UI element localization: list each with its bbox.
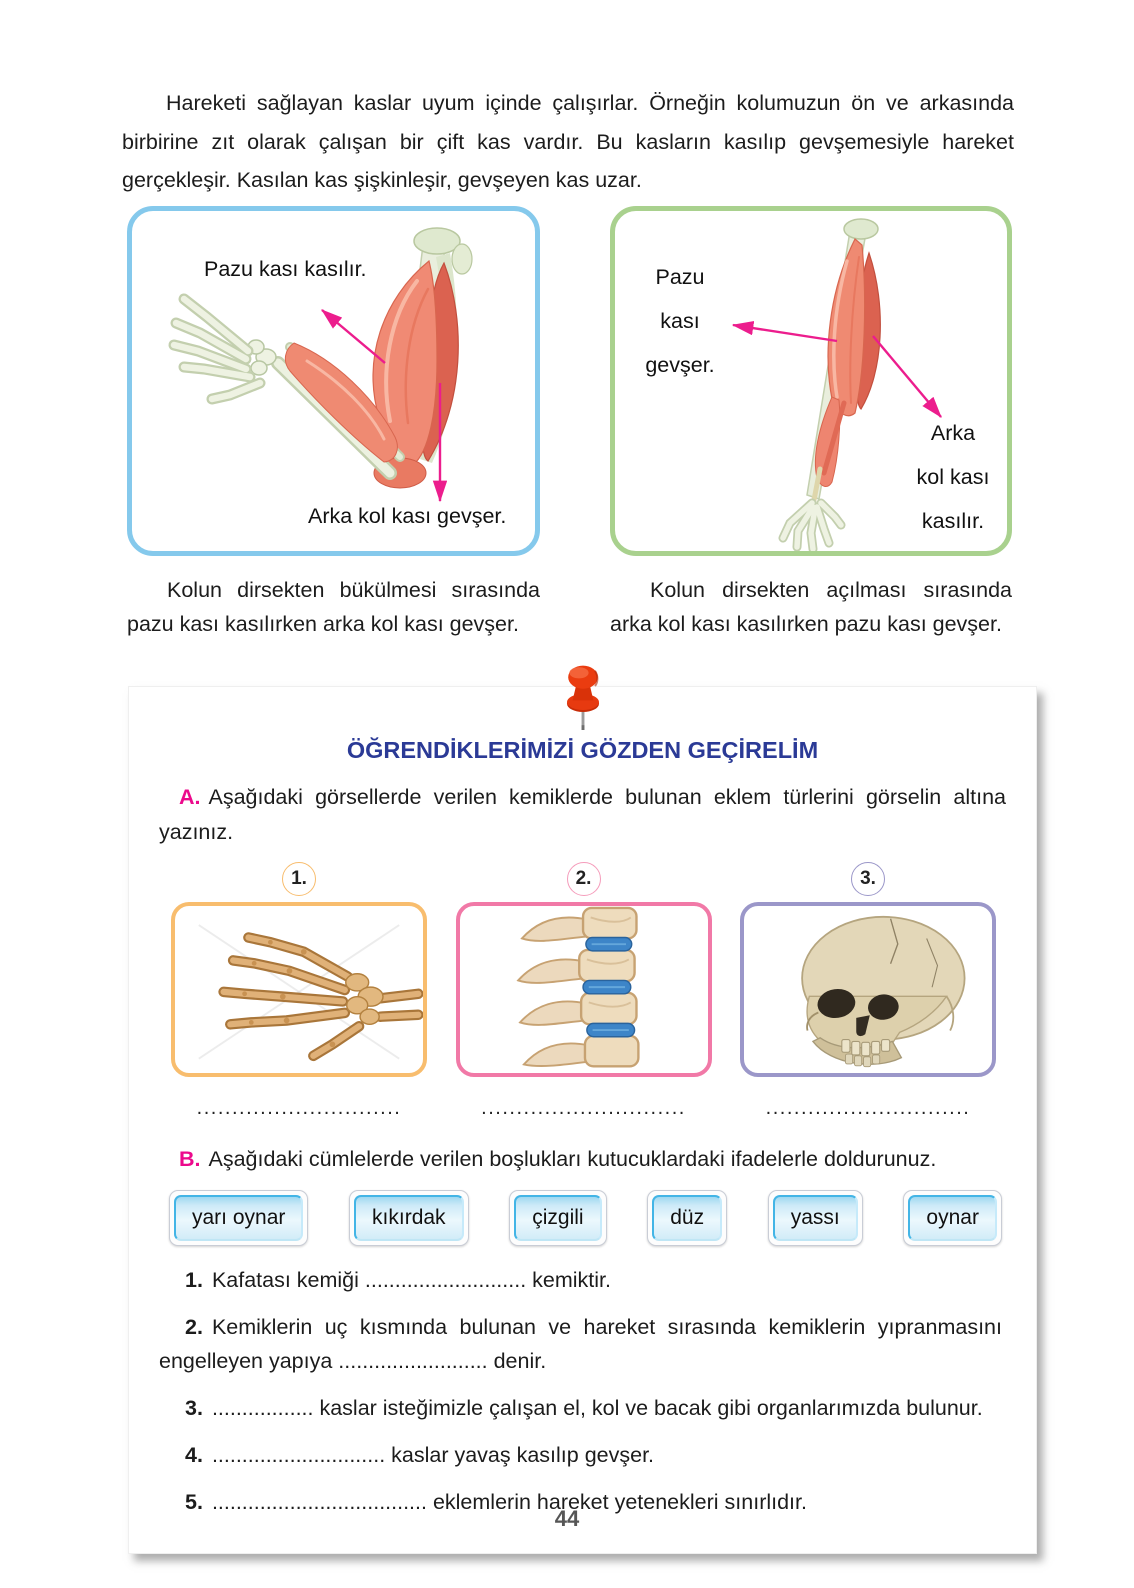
sentence-5: 5. .................................... e… — [159, 1486, 1002, 1520]
sentence-2-number: 2. — [185, 1315, 203, 1340]
caption-bent-arm: Kolun dirsekten bükülmesi sırasında pazu… — [127, 578, 540, 637]
straight-arm-label-arrows — [731, 321, 942, 418]
word-bank: yarı oynar kıkırdak çizgili düz yassı oy… — [169, 1190, 1002, 1247]
section-a-label: A. — [179, 784, 201, 809]
word-button-yassi[interactable]: yassı — [767, 1190, 863, 1247]
word-label: kıkırdak — [354, 1195, 464, 1242]
caption-straight-arm: Kolun dirsekten açılması sırasında arka … — [610, 578, 1012, 637]
figure-captions-row: Kolun dirsekten bükülmesi sırasında pazu… — [127, 573, 1012, 642]
item-1-answer-line: ............................. — [196, 1096, 402, 1119]
pushpin-icon — [566, 665, 599, 730]
item-1-number-badge: 1. — [282, 861, 316, 896]
item-3-answer-line: ............................. — [765, 1096, 971, 1119]
straight-arm-illustration — [778, 218, 881, 552]
item-2-number-badge: 2. — [566, 861, 601, 896]
sentence-5-text: .................................... ekl… — [211, 1490, 807, 1515]
label-pazu-kasi-kasilir: Pazu kası kasılır. — [204, 257, 367, 282]
sentence-1-text: Kafatası kemiği ........................… — [211, 1268, 611, 1293]
word-label: düz — [652, 1195, 723, 1242]
joint-item-2: 2. — [455, 861, 712, 1120]
section-b-text: Aşağıdaki cümlelerde verilen boşlukları … — [208, 1146, 937, 1171]
sentence-1: 1. Kafatası kemiği ......................… — [159, 1264, 1002, 1298]
sentence-4: 4. ............................. kaslar y… — [159, 1439, 1002, 1473]
sentence-3: 3. ................. kaslar isteğimizle ç… — [159, 1392, 1002, 1426]
bent-arm-illustration — [168, 227, 473, 489]
bent-arm-label-arrows — [321, 309, 448, 503]
sentence-2-text: Kemiklerin uç kısmında bulunan ve hareke… — [159, 1315, 1002, 1374]
item-2-answer-line: ............................. — [481, 1096, 686, 1119]
skull-illustration — [801, 915, 966, 1067]
joint-item-1: 1. — [171, 861, 427, 1120]
section-a-text: Aşağıdaki görsellerde verilen kemiklerde… — [159, 784, 1006, 844]
label-arka-kol-kasi-gevser: Arka kol kası gevşer. — [308, 504, 507, 529]
sentence-3-number: 3. — [185, 1396, 203, 1421]
item-3-image-box — [740, 901, 996, 1077]
page-number: 44 — [554, 1506, 580, 1531]
sentence-2: 2.Kemiklerin uç kısmında bulunan ve hare… — [159, 1311, 1002, 1379]
word-button-kikirdak[interactable]: kıkırdak — [349, 1190, 469, 1247]
label-arka-kol-kasi-kasilir: Arka kol kası kasılır. — [916, 421, 990, 534]
word-button-oynar[interactable]: oynar — [903, 1190, 1002, 1247]
joint-items-row: 1. — [159, 858, 1006, 1120]
figure-straight-arm: Pazu kası gevşer. Arka kol kası kasılır. — [610, 206, 1012, 557]
sentence-3-text: ................. kaslar isteğimizle çal… — [211, 1396, 983, 1421]
item-2-image-box — [455, 901, 712, 1077]
label-pazu-kasi-gevser: Pazu kası gevşer. — [645, 265, 715, 378]
spine-illustration — [515, 906, 640, 1068]
word-label: oynar — [908, 1195, 997, 1242]
section-a-instruction: A.Aşağıdaki görsellerde verilen kemikler… — [159, 780, 1006, 850]
word-button-yari-oynar[interactable]: yarı oynar — [169, 1190, 309, 1247]
hand-skeleton-illustration — [198, 923, 423, 1061]
word-label: çizgili — [514, 1195, 602, 1242]
item-3-number-badge: 3. — [851, 861, 885, 896]
sentence-5-number: 5. — [185, 1490, 203, 1515]
intro-paragraph: Hareketi sağlayan kaslar uyum içinde çal… — [122, 91, 1014, 193]
worksheet-title: ÖĞRENDİKLERİMİZİ GÖZDEN GEÇİRELİM — [346, 736, 819, 763]
word-label: yarı oynar — [174, 1195, 304, 1242]
word-button-cizgili[interactable]: çizgili — [509, 1190, 607, 1247]
figure-bent-arm: Pazu kası kasılır. Arka kol kası gevşer. — [127, 206, 540, 557]
sentence-4-text: ............................. kaslar yav… — [211, 1443, 655, 1468]
sentence-4-number: 4. — [185, 1443, 203, 1468]
worksheet-card: ÖĞRENDİKLERİMİZİ GÖZDEN GEÇİRELİM A.Aşağ… — [128, 665, 1037, 1555]
muscle-figures-row: Pazu kası kasılır. Arka kol kası gevşer. — [127, 206, 1012, 557]
sentence-1-number: 1. — [185, 1268, 203, 1293]
fill-in-sentences: 1. Kafatası kemiği ......................… — [159, 1264, 1006, 1520]
word-button-duz[interactable]: düz — [647, 1190, 728, 1247]
section-b-label: B. — [179, 1146, 201, 1171]
section-b-instruction: B. Aşağıdaki cümlelerde verilen boşluklar… — [159, 1142, 1006, 1177]
item-1-image-box — [171, 901, 427, 1077]
joint-item-3: 3. — [740, 861, 996, 1120]
word-label: yassı — [772, 1195, 858, 1242]
